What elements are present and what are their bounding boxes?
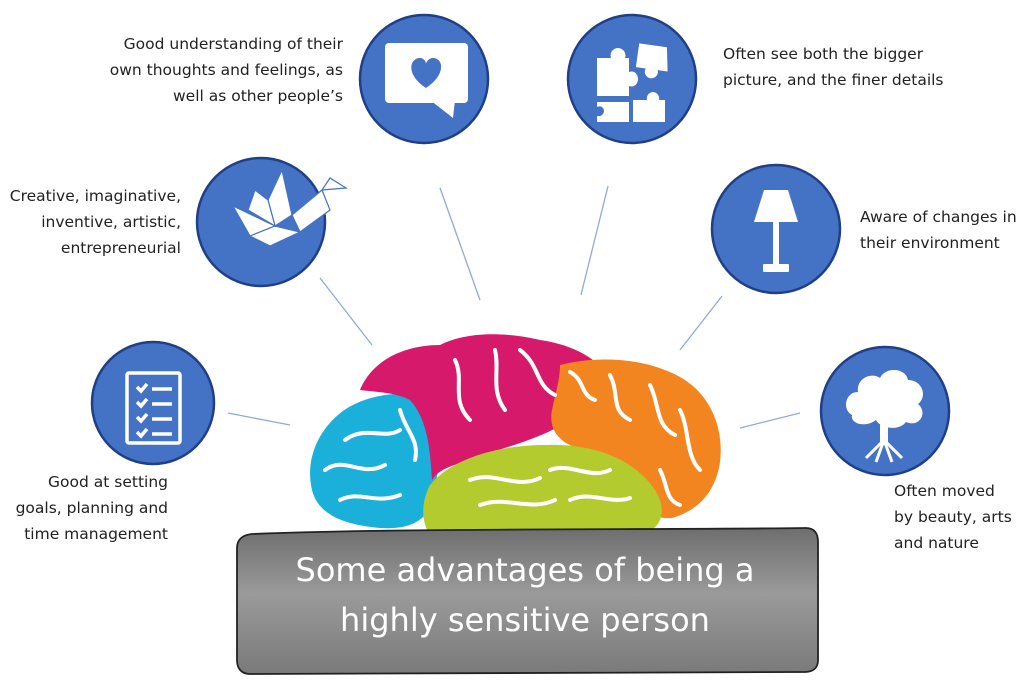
advantage-text-line: Good understanding of their	[123, 35, 343, 53]
advantage-text-line: Often moved	[894, 482, 995, 500]
circle-heart	[358, 13, 490, 145]
advantage-text-line: inventive, artistic,	[41, 213, 181, 231]
advantage-text-line: entrepreneurial	[60, 239, 181, 257]
advantage-text-line: well as other people’s	[172, 87, 343, 105]
connector-lines	[227, 185, 801, 429]
circle-puzzle	[566, 13, 698, 145]
advantage-text-line: Aware of changes in	[860, 208, 1017, 226]
banner-title-line: highly sensitive person	[340, 601, 710, 639]
brain-illustration	[310, 334, 721, 535]
advantage-text-line: their environment	[860, 234, 1000, 252]
circle-checklist	[90, 340, 216, 466]
circle-origami	[195, 156, 348, 288]
banner-title: Some advantages of being a highly sensit…	[236, 545, 814, 645]
brain-folds	[323, 348, 702, 507]
circle-lamp	[710, 163, 842, 295]
origami-crane-icon	[231, 168, 348, 247]
advantage-text-line: Often see both the bigger	[723, 45, 924, 63]
advantage-label-environment: Aware of changes in their environment	[860, 204, 1017, 256]
advantage-label-creative: Creative, imaginative, inventive, artist…	[5, 183, 181, 261]
tree-icon	[846, 369, 923, 463]
banner-box	[236, 527, 819, 675]
connector-line	[319, 277, 373, 346]
circle-tree	[819, 345, 951, 477]
advantage-label-goals: Good at setting goals, planning and time…	[10, 469, 168, 547]
brain-lobe-lime	[423, 444, 662, 535]
puzzle-icon	[597, 43, 668, 122]
advantage-text-line: goals, planning and	[15, 499, 168, 517]
advantage-text-line: Good at setting	[48, 473, 168, 491]
lamp-icon	[754, 190, 798, 272]
advantage-label-beauty: Often moved by beauty, arts and nature	[894, 478, 1012, 556]
advantage-text-line: and nature	[894, 534, 979, 552]
connector-line	[580, 185, 609, 296]
checklist-icon	[125, 371, 182, 445]
advantage-text-line: Creative, imaginative,	[9, 187, 181, 205]
connector-line	[227, 412, 291, 426]
advantage-label-understanding: Good understanding of their own thoughts…	[95, 31, 343, 109]
banner-title-line: Some advantages of being a	[295, 551, 755, 589]
brain-lobe-magenta	[360, 334, 610, 480]
advantage-circles	[90, 13, 951, 477]
advantage-text-line: picture, and the finer details	[723, 71, 944, 89]
advantage-label-big-picture: Often see both the bigger picture, and t…	[723, 41, 944, 93]
advantage-text-line: own thoughts and feelings, as	[109, 61, 343, 79]
connector-line	[739, 412, 801, 429]
advantage-text-line: by beauty, arts	[894, 508, 1012, 526]
heart-speech-bubble-icon	[385, 43, 468, 118]
connector-line	[679, 295, 723, 351]
connector-line	[439, 187, 481, 301]
advantage-text-line: time management	[24, 525, 168, 543]
